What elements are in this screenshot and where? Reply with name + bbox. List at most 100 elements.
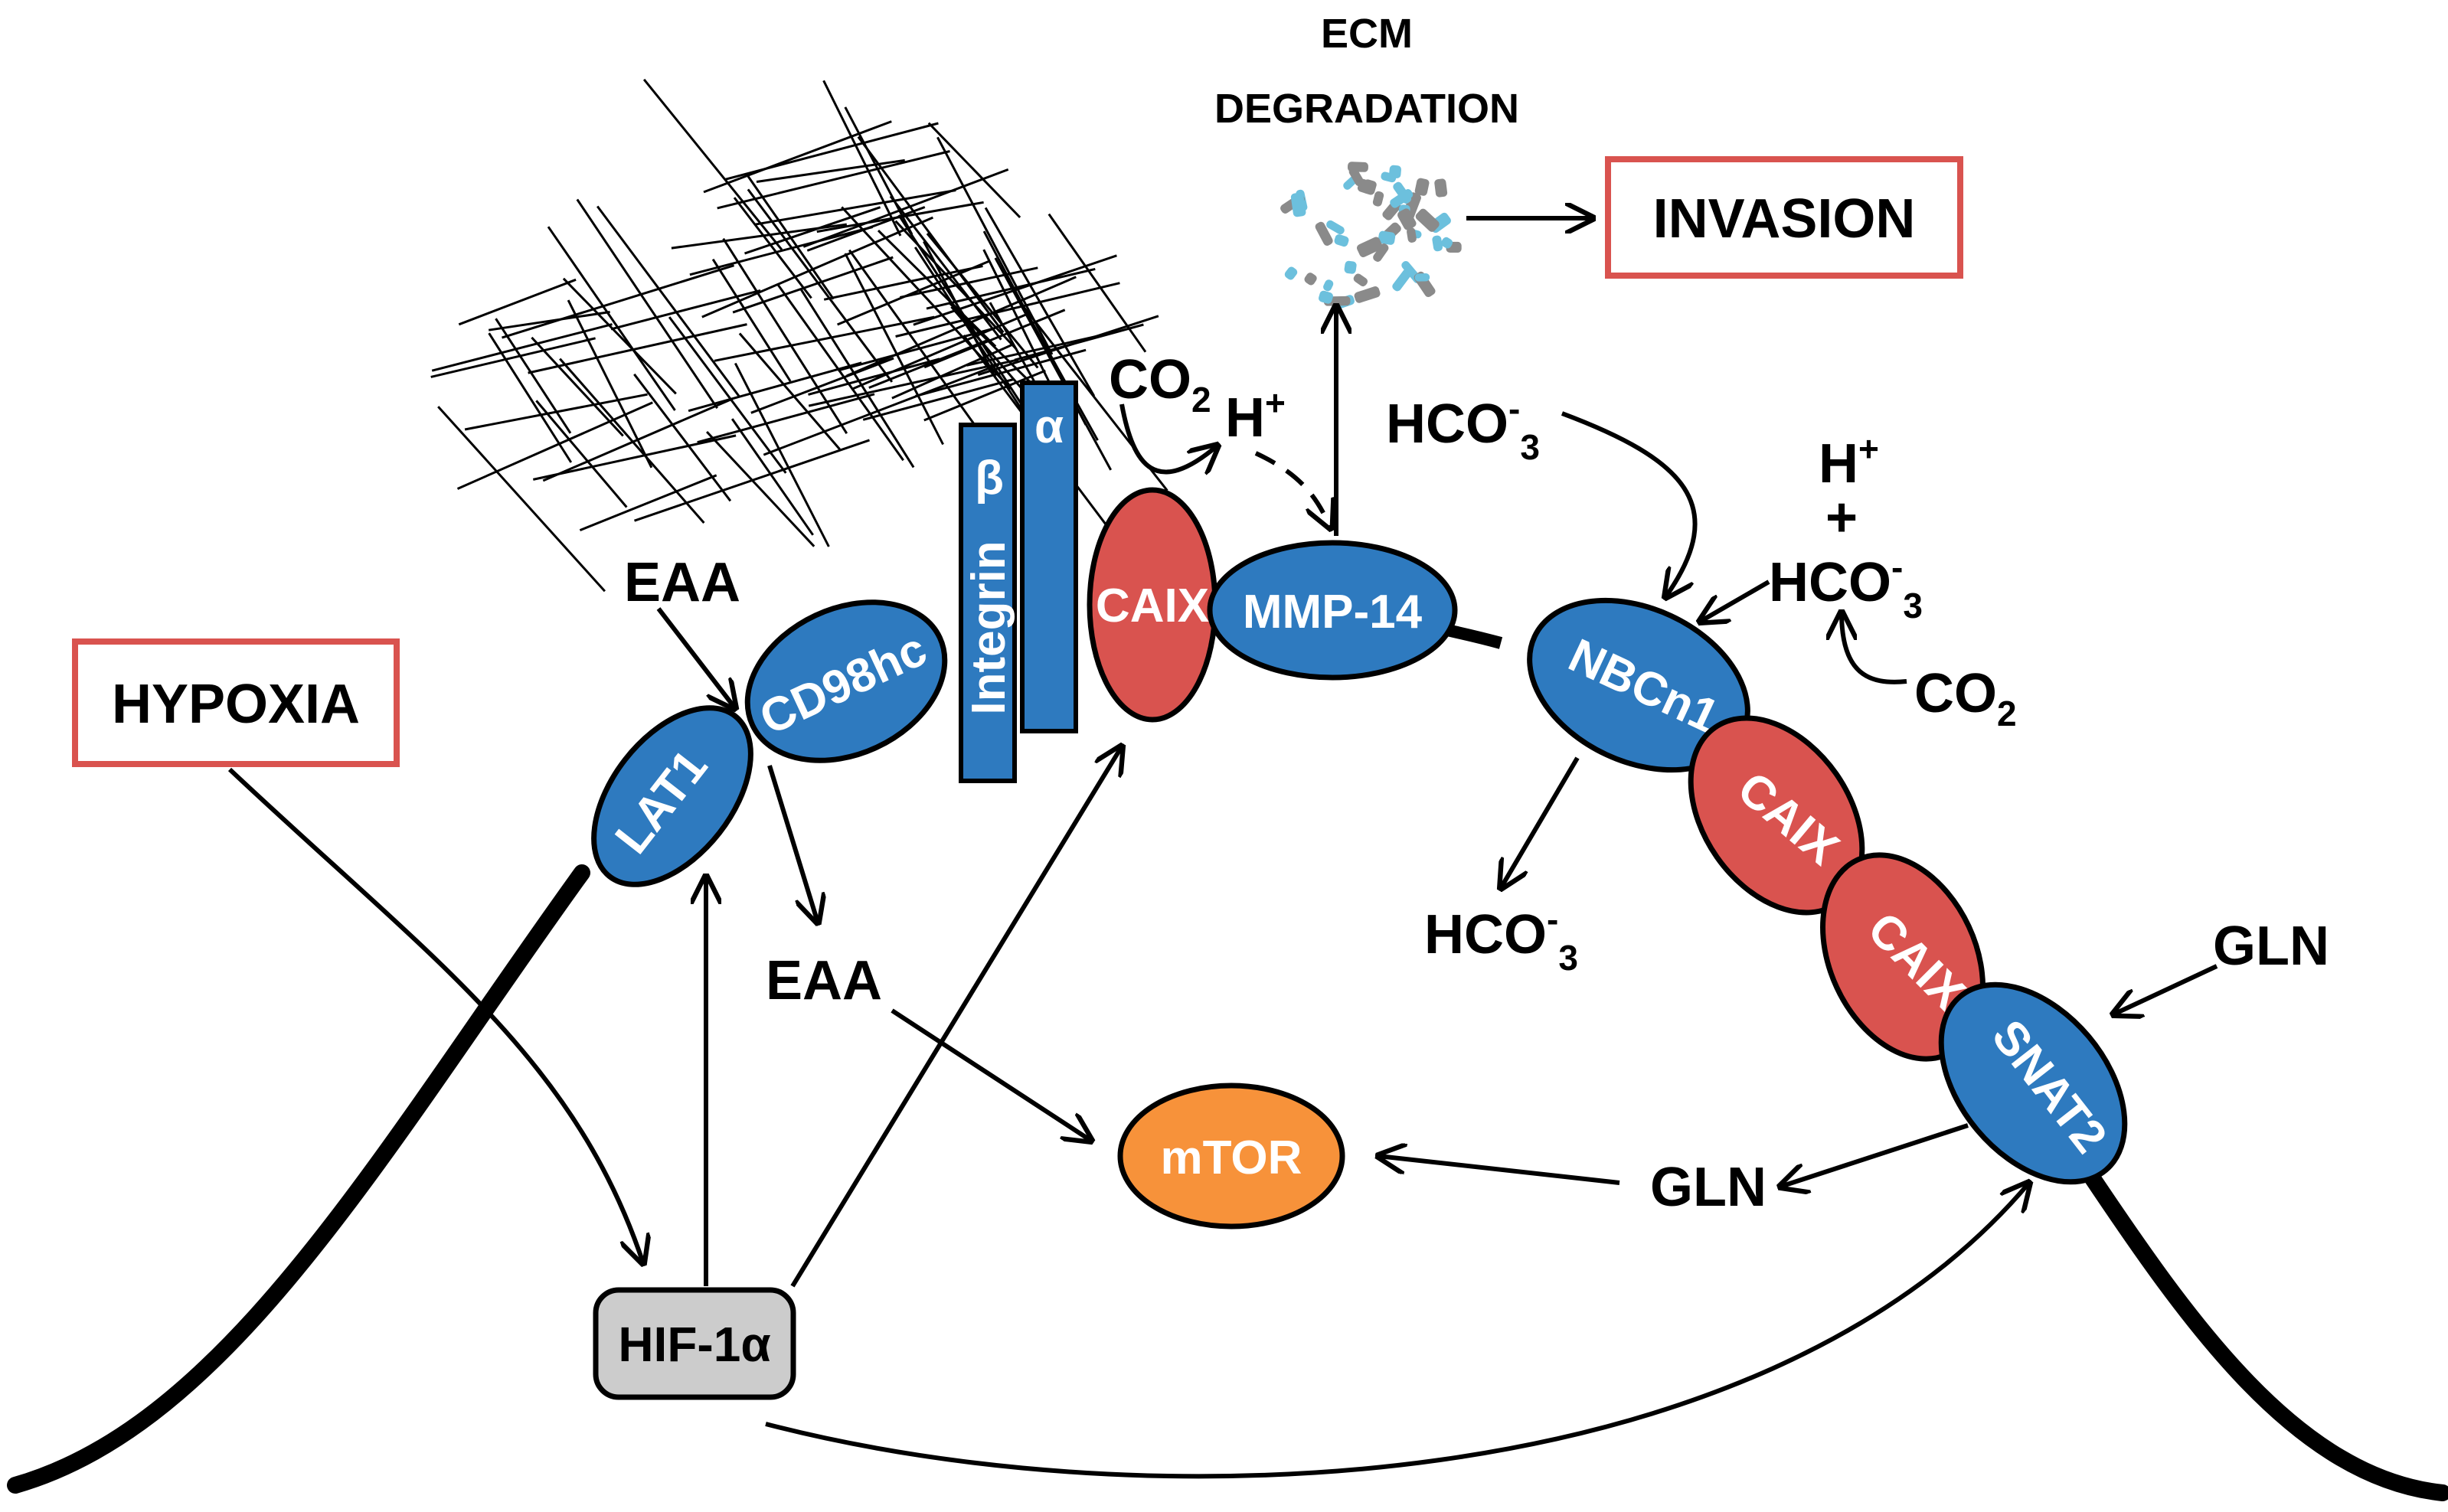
ecm-fibre xyxy=(701,216,933,318)
ecm-fibre xyxy=(982,249,1059,400)
ecm-fibre xyxy=(754,189,956,226)
ecm-fibre xyxy=(458,278,577,326)
hif-node: HIF-1α xyxy=(593,1287,796,1400)
ecm-fibre xyxy=(868,339,987,389)
mmp14-label: MMP-14 xyxy=(1243,586,1423,638)
ecm-fragment xyxy=(1415,208,1440,232)
ecm-fibre xyxy=(894,220,1018,351)
ecm-fibre xyxy=(733,197,812,299)
ecm-fibre xyxy=(799,288,915,469)
ecm-fragment xyxy=(1414,273,1430,282)
ecm-fibre xyxy=(547,226,676,411)
arrows xyxy=(227,218,2218,1479)
ecm-fibre xyxy=(802,168,1009,248)
ecm-fibre xyxy=(437,406,606,593)
ecm-fragment xyxy=(1344,260,1357,274)
ecm-fragment xyxy=(1284,266,1298,280)
ecm-fragment xyxy=(1323,279,1334,292)
ecm-fragment xyxy=(1389,165,1401,178)
ecm-fragment xyxy=(1315,221,1333,246)
proton-label-right: H+ xyxy=(1819,429,1879,495)
ecm-fibre xyxy=(763,363,1000,456)
ecm-fragment xyxy=(1304,273,1317,286)
ecm-title-line1: ECM xyxy=(1321,11,1413,57)
integrin-alpha-bar: α xyxy=(1020,380,1078,733)
ecm-fragment xyxy=(1432,235,1443,252)
ecm-fibre xyxy=(430,337,596,378)
ecm-fibre xyxy=(838,327,995,372)
ecm-fibre xyxy=(808,358,940,396)
ecm-fibre xyxy=(844,106,914,235)
ecm-fibre xyxy=(889,195,1002,341)
ecm-fragment xyxy=(1290,192,1306,217)
ecm-fibre xyxy=(596,205,740,397)
ecm-fibre xyxy=(846,276,1077,377)
co2-label-top: CO2 xyxy=(1109,349,1211,420)
ecm-fibre xyxy=(899,266,1038,299)
ecm-fibre xyxy=(528,323,747,374)
ecm-fragment xyxy=(1353,273,1368,287)
nbcn1-node: NBCn1 xyxy=(1527,597,1750,773)
ecm-fibre xyxy=(730,418,814,536)
ecm-fibre xyxy=(642,78,783,251)
bicarbonate-label-lower: HCO-3 xyxy=(1424,900,1578,978)
ecm-fragment xyxy=(1372,191,1384,207)
ecm-fragment xyxy=(1348,167,1365,187)
ecm-fibre xyxy=(984,207,1096,397)
co2-label-right: CO2 xyxy=(1914,663,2017,733)
ecm-fibre xyxy=(1048,213,1147,353)
ecm-fibre xyxy=(947,301,1038,390)
beta-label: β xyxy=(975,452,1004,505)
ecm-fibre xyxy=(851,312,1028,390)
ecm-fragment xyxy=(1373,243,1389,262)
gln-label-outside: GLN xyxy=(2213,916,2329,977)
ecm-fragment xyxy=(1392,269,1412,292)
eaa-label-outside: EAA xyxy=(624,552,740,613)
ecm-fibre xyxy=(895,282,1120,338)
ecm-fibre xyxy=(923,309,1066,369)
ecm-fibre xyxy=(456,401,653,490)
ecm-fibre xyxy=(714,315,935,362)
plus-label: + xyxy=(1825,487,1858,548)
ecm-fibre xyxy=(822,80,902,237)
ecm-fibre xyxy=(717,150,950,210)
bicarbonate-label-right: HCO-3 xyxy=(1769,547,1923,625)
ecm-fibre xyxy=(559,358,705,524)
mtor-node: mTOR xyxy=(1117,1083,1345,1230)
ecm-fibre xyxy=(923,369,1046,422)
ecm-fibre xyxy=(431,323,613,372)
ecm-fragment xyxy=(1414,178,1430,196)
ecm-fibre xyxy=(488,332,573,463)
ecm-fibre xyxy=(532,434,737,481)
ecm-fibre xyxy=(689,226,873,276)
ecm-fragment xyxy=(1434,178,1448,198)
alpha-label: α xyxy=(1034,400,1064,453)
ecm-fibre xyxy=(502,264,735,339)
ecm-fragment xyxy=(1326,220,1345,235)
ecm-fibre xyxy=(703,120,892,194)
ecm-fibre xyxy=(531,336,624,437)
caix-node-2: CAIX xyxy=(1688,715,1865,916)
invasion-label: INVASION xyxy=(1653,188,1916,250)
ecm-fibre xyxy=(844,253,944,446)
ecm-fibre xyxy=(745,173,835,300)
caix-node-1: CAIX xyxy=(1087,487,1218,723)
invasion-box: INVASION xyxy=(1605,156,1963,279)
ecm-fibre xyxy=(823,265,983,301)
hif-label: HIF-1α xyxy=(618,1317,770,1372)
integrin-label: Integrin xyxy=(963,540,1015,714)
ecm-fibre xyxy=(977,315,1159,377)
ecm-fibre xyxy=(750,357,894,414)
ecm-fibre xyxy=(808,358,1019,407)
ecm-fibre xyxy=(697,393,875,444)
mmp14-node: MMP-14 xyxy=(1207,540,1458,681)
integrin-beta-bar: β Integrin xyxy=(959,423,1017,783)
ecm-fibre xyxy=(579,474,717,531)
ecm-fibre xyxy=(744,206,881,255)
proton-label-top: H+ xyxy=(1225,383,1286,449)
ecm-fragment xyxy=(1393,181,1412,204)
ecm-fibre xyxy=(732,256,894,314)
ecm-fibre xyxy=(495,318,572,434)
ecm-fibre xyxy=(488,311,610,331)
